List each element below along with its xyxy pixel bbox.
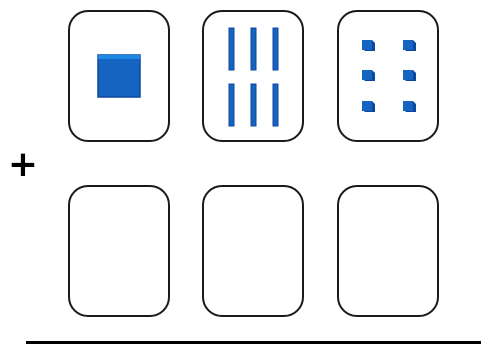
unit-cube-icon	[403, 101, 416, 112]
ten-rod-icon	[229, 28, 234, 70]
unit-cubes-group	[362, 40, 416, 112]
ten-rod-icon	[251, 28, 256, 70]
ten-rod-icon	[273, 28, 278, 70]
unit-cube-icon	[362, 40, 375, 51]
unit-cube-icon	[362, 101, 375, 112]
ten-rod-icon	[251, 84, 256, 126]
unit-cube-icon	[403, 70, 416, 81]
ten-rods-group	[229, 28, 278, 126]
ten-rod-icon	[229, 84, 234, 126]
unit-cube-icon	[403, 40, 416, 51]
hundred-flat-icon	[98, 55, 140, 97]
unit-cube-icon	[362, 70, 375, 81]
ten-rod-icon	[273, 84, 278, 126]
